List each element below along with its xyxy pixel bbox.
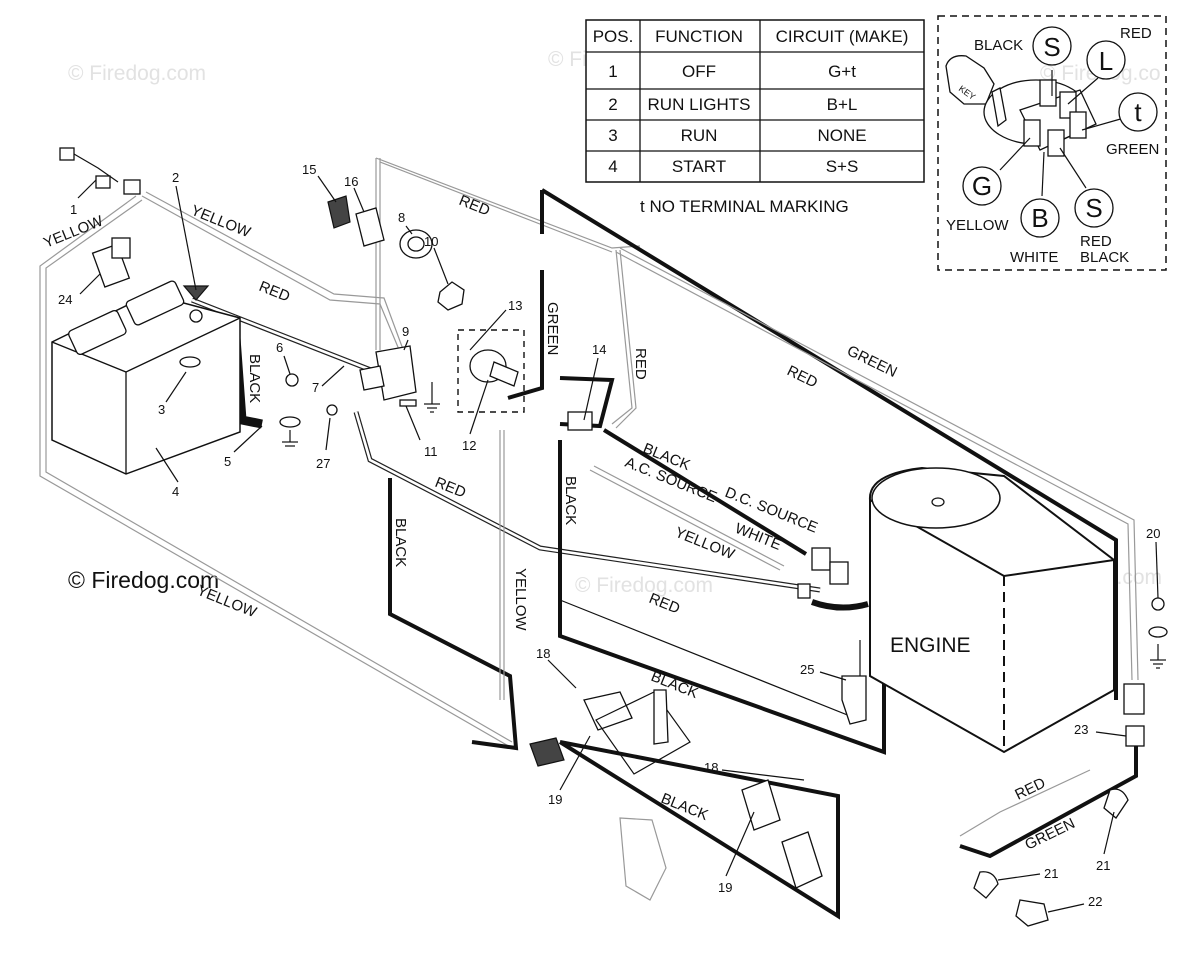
part-callouts: 1 2 3 4 5 6 7 8 9 10 11 12 13 14 15 16 1… [58, 162, 1160, 913]
part-number: 10 [424, 234, 438, 249]
part-number: 1 [70, 202, 77, 217]
wire-label-red: RED [632, 348, 649, 380]
table-cell: B+L [827, 95, 858, 114]
terminal-label: B [1031, 203, 1048, 233]
part-number: 16 [344, 174, 358, 189]
part-number: 13 [508, 298, 522, 313]
table-cell: RUN LIGHTS [648, 95, 751, 114]
engine: ENGINE [810, 466, 1115, 754]
inset-wire-label: WHITE [1010, 249, 1058, 266]
terminal-label: S [1085, 193, 1102, 223]
table-cell: 1 [608, 62, 617, 81]
table-header: CIRCUIT (MAKE) [776, 27, 909, 46]
part-number: 14 [592, 342, 606, 357]
table-cell: 4 [608, 157, 617, 176]
part-number: 2 [172, 170, 179, 185]
table-note: t NO TERMINAL MARKING [640, 197, 849, 216]
wire-label-green: GREEN [544, 302, 561, 355]
table-cell: 2 [608, 95, 617, 114]
battery [51, 280, 241, 475]
table-cell: START [672, 157, 726, 176]
part-number: 7 [312, 380, 319, 395]
part-number: 4 [172, 484, 179, 499]
part-number: 27 [316, 456, 330, 471]
part-number: 8 [398, 210, 405, 225]
part-number: 5 [224, 454, 231, 469]
inset-wire-label: GREEN [1106, 141, 1159, 158]
wire-label-yellow: YELLOW [512, 568, 529, 631]
inset-wire-label: YELLOW [946, 217, 1009, 234]
wire-harness [39, 157, 1139, 920]
wire-label-black: BLACK [392, 518, 409, 567]
terminal-label: G [972, 171, 992, 201]
wire-label-red: RED [1012, 774, 1048, 803]
wire-label-red: RED [457, 192, 493, 220]
wire-label-yellow: YELLOW [195, 582, 260, 621]
part-number: 15 [302, 162, 316, 177]
watermark: © Firedog.com [575, 574, 713, 597]
table-cell: S+S [826, 157, 859, 176]
wire-label-red: RED [257, 278, 293, 306]
wire-label-yellow: YELLOW [189, 202, 254, 241]
part-number: 3 [158, 402, 165, 417]
watermark: © Firedog.com [68, 62, 206, 85]
inset-wire-label: RED [1120, 25, 1152, 42]
part-number: 20 [1146, 526, 1160, 541]
part-number: 12 [462, 438, 476, 453]
inset-wire-label: BLACK [974, 37, 1023, 54]
engine-label: ENGINE [890, 634, 971, 657]
table-cell: OFF [682, 62, 716, 81]
part-number: 21 [1096, 858, 1110, 873]
wire-label-red: RED [784, 362, 820, 391]
part-number: 19 [548, 792, 562, 807]
part-number: 22 [1088, 894, 1102, 909]
part-number: 21 [1044, 866, 1058, 881]
terminal-label: t [1134, 97, 1142, 127]
watermark-main: © Firedog.com [68, 567, 219, 593]
inset-wire-label: BLACK [1080, 249, 1129, 266]
ignition-switch-inset: KEY S L t G B S BLACK RED GREEN YELLOW [937, 15, 1167, 271]
part-number: 6 [276, 340, 283, 355]
part-number: 18 [704, 760, 718, 775]
wire-label-green: GREEN [1022, 815, 1077, 854]
table-header: POS. [593, 27, 634, 46]
part-number: 18 [536, 646, 550, 661]
table-header: FUNCTION [655, 27, 743, 46]
part-number: 9 [402, 324, 409, 339]
table-cell: RUN [681, 126, 718, 145]
wire-label-green: GREEN [844, 342, 899, 381]
terminal-label: L [1099, 46, 1113, 76]
part-number: 11 [424, 444, 438, 459]
inset-wire-label: RED [1080, 233, 1112, 250]
table-cell: G+t [828, 62, 856, 81]
table-cell: NONE [817, 126, 866, 145]
table-cell: 3 [608, 126, 617, 145]
terminal-label: S [1043, 32, 1060, 62]
wire-label-black: BLACK [246, 354, 263, 403]
part-number: 24 [58, 292, 72, 307]
parts [59, 147, 1168, 927]
part-number: 19 [718, 880, 732, 895]
part-number: 25 [800, 662, 814, 677]
part-number: 23 [1074, 722, 1088, 737]
wire-label-yellow: YELLOW [673, 524, 738, 563]
switch-function-table: POS. FUNCTION CIRCUIT (MAKE) 1 OFF G+t 2… [585, 19, 925, 183]
wire-label-black: BLACK [562, 476, 579, 525]
